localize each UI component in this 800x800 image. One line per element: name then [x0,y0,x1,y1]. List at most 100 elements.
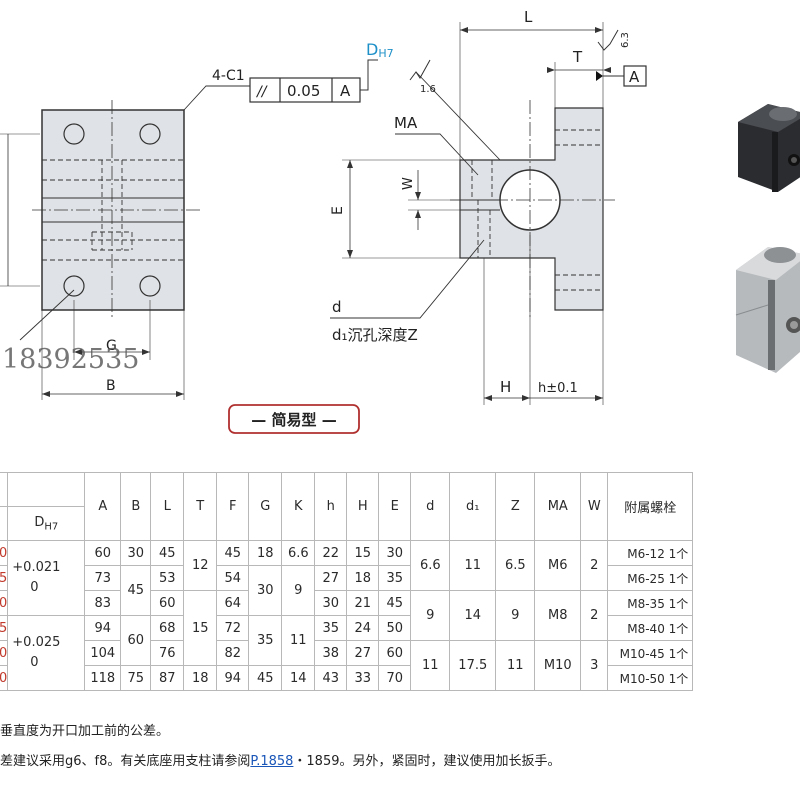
cell-F: 72 [216,615,250,641]
row-mark: 0 [0,665,9,691]
cell-d1: 14 [449,590,497,641]
cell-F: 64 [216,590,250,616]
cell-K: 14 [281,665,316,691]
cell-d: 11 [410,640,451,691]
cell-bolt: M8-40 1个 [607,615,694,641]
cell-F: 94 [216,665,250,691]
product-photo-black [738,104,800,192]
cell-F: 54 [216,565,250,591]
dim-H-label: H [500,378,511,396]
cell-MA: M6 [534,540,582,591]
page-link[interactable]: P.1858 [250,754,294,769]
col-header-G: G [248,472,283,541]
watermark-number: 18392535 [2,344,139,375]
cell-h: 43 [314,665,348,691]
tolerance-value: 0.05 [287,82,320,100]
cell-H: 24 [346,615,380,641]
note-line-2: 差建议采用g6、f8。有关底座用支柱请参阅P.1858・1859。另外，紧固时，… [0,754,561,769]
cell-H: 27 [346,640,380,666]
col-header-E: E [378,472,412,541]
cell-H: 21 [346,590,380,616]
cell-Z: 9 [495,590,536,641]
col-header-A: A [84,472,122,541]
row-mark: 5 [0,565,9,591]
tolerance-frame: // 0.05 A [249,59,378,103]
cell-L: 68 [150,615,185,641]
roughness-face-value: 6.3 [620,32,631,48]
cell-A: 104 [84,640,122,666]
cell-H: 15 [346,540,380,566]
counterbore-label: d₁沉孔深度Z [332,326,418,344]
cell-B: 30 [120,540,152,566]
col-header-L: L [150,472,185,541]
caption-label: — 简易型 — [251,411,336,429]
surface-roughness-face [597,29,619,51]
cell-K: 11 [281,615,316,666]
cell-d: 6.6 [410,540,451,591]
cell-F: 45 [216,540,250,566]
col-header-h: h [314,472,348,541]
cell-W: 3 [580,640,609,691]
dim-B-label: B [106,378,116,394]
cell-bolt: M10-50 1个 [607,665,694,691]
cell-A: 73 [84,565,122,591]
cell-W: 2 [580,540,609,591]
technical-drawing: 4-C1 G B 18392535 // 0.05 A DH7 1.6 [0,8,647,434]
cell-A: 60 [84,540,122,566]
col-header-Z: Z [495,472,536,541]
cell-h: 27 [314,565,348,591]
surface-roughness-bore [409,59,501,161]
dim-h-label: h±0.1 [538,381,578,396]
cell-MA: M8 [534,590,582,641]
cell-Z: 6.5 [495,540,536,591]
cell-B: 75 [120,665,152,691]
cell-A: 94 [84,615,122,641]
row-mark: 5 [0,615,9,641]
cell-E: 30 [378,540,412,566]
cell-F: 82 [216,640,250,666]
cell-L: 76 [150,640,185,666]
col-header-W: W [580,472,609,541]
datum-right-label: A [629,68,640,86]
dim-W-label: W [401,177,416,190]
row-mark: 0 [0,590,9,616]
cell-MA: M10 [534,640,582,691]
cell-G: 30 [248,565,283,616]
row-mark: 0 [0,640,9,666]
cell-E: 60 [378,640,412,666]
cell-G: 35 [248,615,283,666]
cell-E: 50 [378,615,412,641]
cell-h: 38 [314,640,348,666]
cell-bolt: M10-45 1个 [607,640,694,666]
cell-A: 118 [84,665,122,691]
col-header-H: H [346,472,380,541]
cell-T: 18 [183,665,218,691]
cell-E: 70 [378,665,412,691]
cell-W: 2 [580,590,609,641]
tolerance-symbol: // [255,84,268,100]
cell-d1: 11 [449,540,497,591]
cell-L: 45 [150,540,185,566]
cell-G: 18 [248,540,283,566]
dim-G-label: G [106,338,117,354]
cell-h: 22 [314,540,348,566]
cell-h: 30 [314,590,348,616]
col-header-DH7: DH7 [7,506,86,541]
col-header-K: K [281,472,316,541]
cell-K: 9 [281,565,316,616]
cell-L: 53 [150,565,185,591]
side-view [330,22,624,405]
col-header-d1: d₁ [449,472,497,541]
cell-K: 6.6 [281,540,316,566]
col-header-d: d [410,472,451,541]
cell-L: 87 [150,665,185,691]
cell-B: 60 [120,615,152,666]
cell-T: 15 [183,590,218,666]
note-line-1: 垂直度为开口加工前的公差。 [0,724,170,739]
cell-E: 45 [378,590,412,616]
cell-T: 12 [183,540,218,591]
row-mark-header-2 [0,506,9,541]
product-photo-silver [735,247,800,373]
col-header-T: T [183,472,218,541]
